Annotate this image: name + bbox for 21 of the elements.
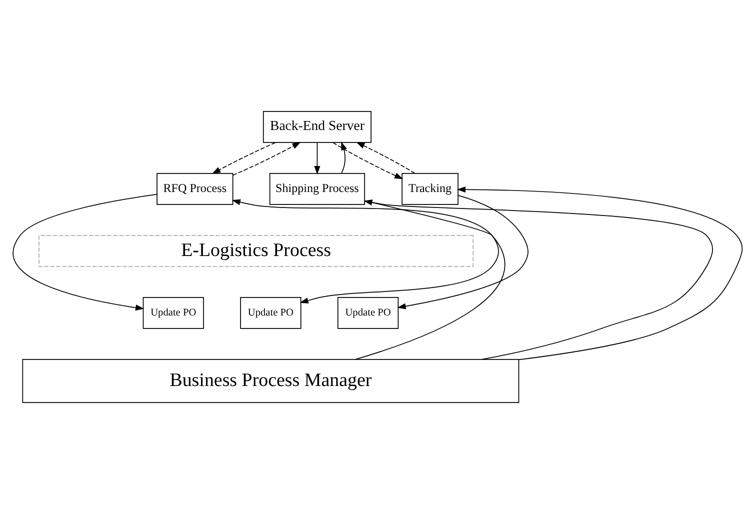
node-box: Update PO xyxy=(240,296,302,328)
node-box: Back-End Server xyxy=(262,110,372,142)
arrow xyxy=(341,140,347,174)
arrow xyxy=(232,198,506,360)
node-box: Shipping Process xyxy=(269,172,366,204)
arrow xyxy=(356,142,416,174)
node-box: E-Logistics Process xyxy=(38,234,474,266)
node-box: Update PO xyxy=(337,296,399,328)
arrow xyxy=(212,142,276,174)
arrow xyxy=(397,194,528,309)
arrow xyxy=(232,141,301,176)
arrow xyxy=(364,199,713,360)
arrow xyxy=(300,200,499,303)
node-box: Update PO xyxy=(142,296,204,328)
node-box: RFQ Process xyxy=(156,172,234,204)
arrow xyxy=(456,186,743,360)
node-box: Business Process Manager xyxy=(22,358,520,402)
node-box: Tracking xyxy=(402,172,458,204)
arrow xyxy=(314,142,320,174)
arrow xyxy=(332,142,404,179)
arrow xyxy=(12,193,158,310)
